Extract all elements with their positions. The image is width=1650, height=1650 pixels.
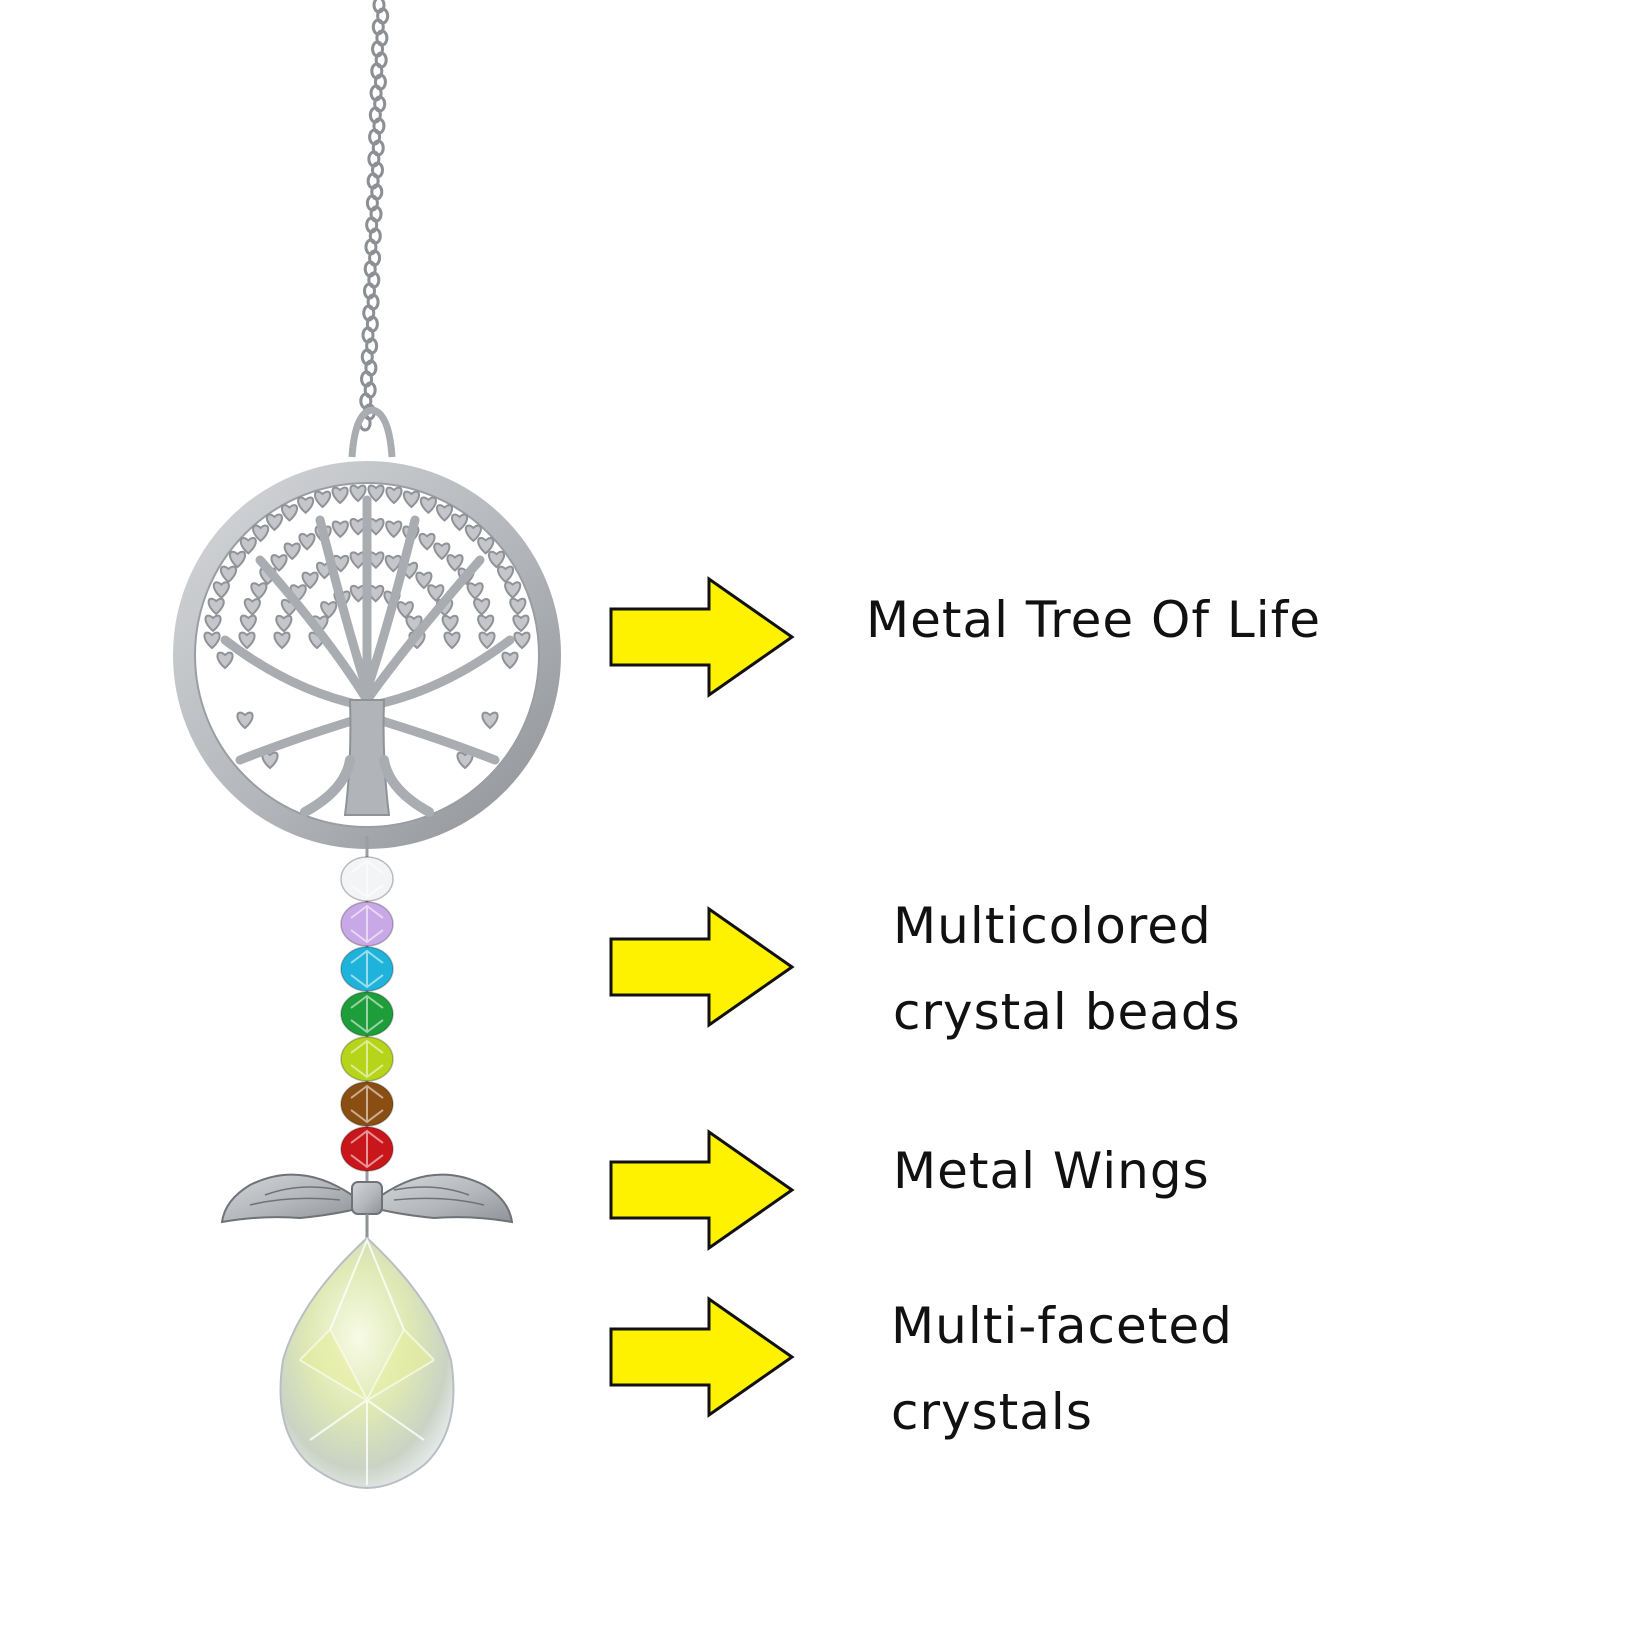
tree-leaf <box>238 631 256 650</box>
tree-leaf <box>349 484 367 503</box>
tree-leaf <box>207 597 225 616</box>
tree-leaf <box>298 532 316 551</box>
callout-metal-wings: Metal Wings <box>893 1128 1210 1214</box>
tree-leaf <box>275 614 293 633</box>
callout-line: Multi-faceted <box>891 1297 1233 1355</box>
tree-leaf <box>367 484 385 503</box>
tree-leaf <box>419 496 437 515</box>
arrow-right-icon <box>609 906 795 1028</box>
tree-roots <box>300 755 434 817</box>
tree-leaf <box>477 614 495 633</box>
tree-leaf <box>466 582 484 600</box>
callout-line: Metal Wings <box>893 1142 1210 1200</box>
tree-branches <box>220 495 515 795</box>
right-wing <box>381 1173 514 1224</box>
tree-leaf <box>252 524 270 543</box>
bead-facet <box>350 1129 384 1169</box>
tree-leaf <box>396 601 414 619</box>
arrow-right-icon <box>609 1296 795 1418</box>
tree-leaf <box>281 504 298 522</box>
tree-leaf <box>216 651 234 670</box>
tree-leaf <box>212 581 230 599</box>
tree-leaf <box>451 513 469 532</box>
callout-line: Metal Tree Of Life <box>866 591 1321 649</box>
callout-multicolored-crystal-beads: Multicolored crystal beads <box>893 883 1241 1055</box>
tree-leaf <box>385 486 403 505</box>
tree-leaf <box>243 598 261 616</box>
callout-metal-tree-of-life: Metal Tree Of Life <box>866 577 1321 663</box>
tree-leaf <box>331 520 349 539</box>
tree-leaf <box>239 614 257 633</box>
tree-leaf <box>261 751 279 770</box>
tree-leaf <box>239 537 257 555</box>
arrow-right-icon <box>609 576 795 698</box>
bead-facet <box>350 949 384 989</box>
tree-leaf <box>402 490 420 509</box>
tree-leaf <box>250 582 268 600</box>
callout-multi-faceted-crystals: Multi-faceted crystals <box>891 1283 1233 1455</box>
tree-leaf <box>229 550 246 569</box>
left-wing <box>220 1173 353 1224</box>
bead-facet <box>350 994 384 1034</box>
tree-of-life-pendant <box>173 461 561 849</box>
tree-leaf <box>433 542 451 561</box>
multi-faceted-crystal <box>279 1214 455 1490</box>
callout-arrows <box>609 576 795 1418</box>
tree-leaf <box>436 504 453 522</box>
tree-leaf <box>501 651 519 670</box>
tree-leaf <box>265 513 283 532</box>
tree-leaf <box>331 486 349 505</box>
tree-leaf <box>478 631 496 650</box>
chain <box>358 0 390 432</box>
bail-loop <box>348 406 396 458</box>
tree-leaf <box>415 571 433 590</box>
tree-leaf <box>481 711 499 730</box>
wing-feather-detail <box>249 1186 485 1206</box>
tree-leaf <box>504 581 522 599</box>
tree-leaf <box>441 614 459 633</box>
tree-leaf <box>301 571 319 590</box>
callout-line: crystal beads <box>893 983 1241 1041</box>
tree-leaf <box>297 496 315 515</box>
tree-leaf <box>204 614 222 633</box>
tree-leaf <box>464 524 482 543</box>
tree-leaf <box>509 597 527 616</box>
tree-leaf <box>219 565 237 584</box>
tree-leaf <box>427 584 445 602</box>
tree-leaf <box>477 537 495 555</box>
tree-leaf <box>236 711 254 730</box>
tree-leaf <box>513 631 531 650</box>
bead-facet <box>350 859 384 899</box>
crystal-beads <box>340 856 394 1172</box>
callout-line: Multicolored <box>893 897 1212 955</box>
tree-leaf <box>283 542 301 561</box>
tree-leaf <box>443 631 461 650</box>
callout-line: crystals <box>891 1383 1093 1441</box>
tree-leaf <box>446 554 464 572</box>
tree-leaf <box>203 631 221 650</box>
tree-leaf <box>488 550 505 569</box>
metal-wings <box>220 1173 514 1224</box>
tree-leaf <box>497 565 515 584</box>
tree-leaf <box>512 614 530 633</box>
tree-leaf <box>320 601 338 619</box>
tree-leaf <box>385 520 403 539</box>
tree-leaf <box>273 631 291 650</box>
bead-facet <box>350 1084 384 1124</box>
tree-leaf <box>473 598 491 616</box>
bead-facet <box>350 1039 384 1079</box>
bead-facet <box>350 904 384 944</box>
tree-leaf <box>314 490 332 509</box>
tree-leaf <box>418 532 436 551</box>
tree-leaf <box>270 554 288 572</box>
tree-leaf <box>456 751 474 770</box>
arrow-right-icon <box>609 1129 795 1251</box>
